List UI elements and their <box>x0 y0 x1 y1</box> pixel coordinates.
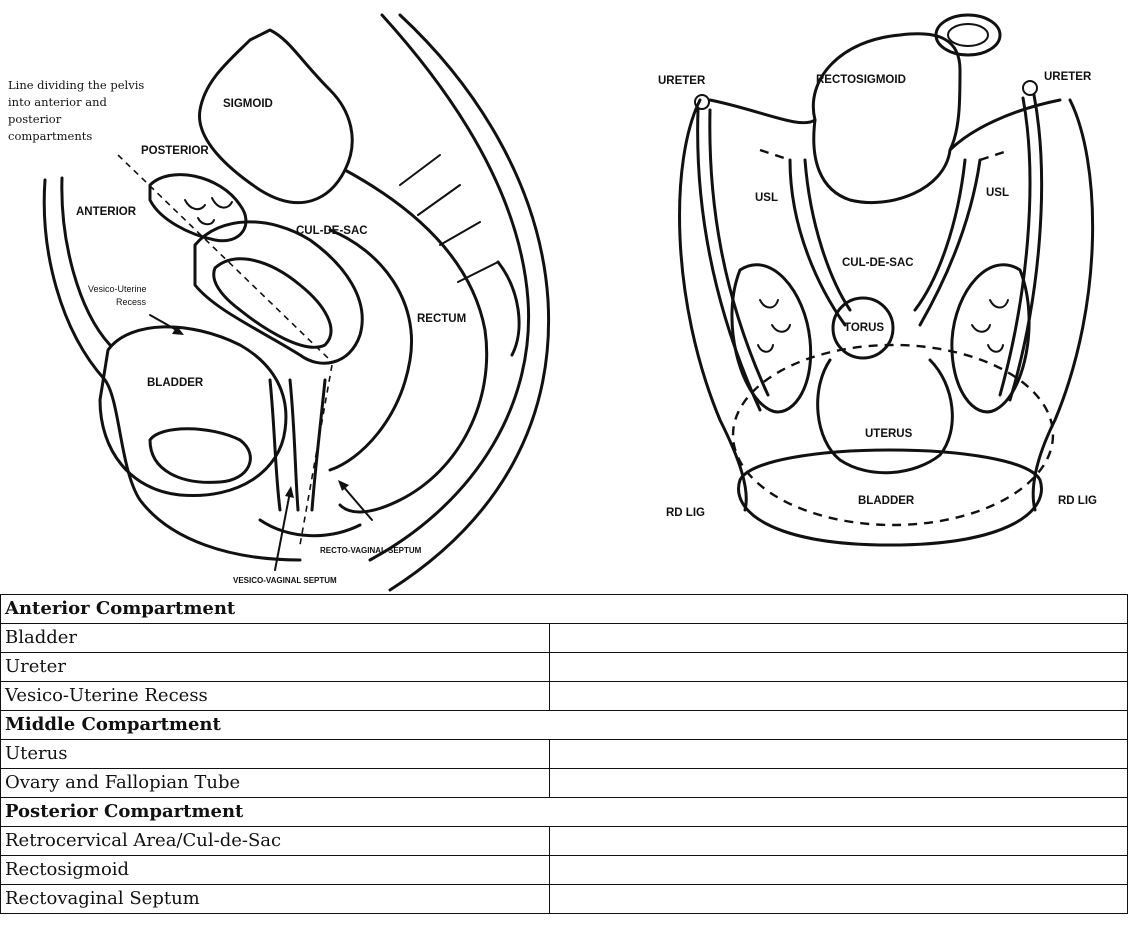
section-header-row: Anterior Compartment <box>1 595 1128 624</box>
line-note-1: Line dividing the pelvis <box>8 78 144 92</box>
label-vv-septum: VESICO-VAGINAL SEPTUM <box>233 576 337 585</box>
row-label: Vesico-Uterine Recess <box>1 682 550 711</box>
line-note-2: into anterior and <box>8 95 107 109</box>
label-rectosigmoid: RECTOSIGMOID <box>816 74 906 86</box>
sacrum-outer-line <box>390 15 549 590</box>
row-label: Rectovaginal Septum <box>1 885 550 914</box>
right-ovary-follicles <box>972 300 1008 352</box>
compartment-table: Anterior Compartment Bladder Ureter Vesi… <box>0 594 1128 914</box>
left-usl-inner <box>805 160 850 310</box>
coronal-pelvis-svg: RECTOSIGMOID URETER URETER USL USL CUL-D… <box>640 0 1128 594</box>
perineum <box>260 520 360 536</box>
table-row: Rectovaginal Septum <box>1 885 1128 914</box>
row-value <box>550 682 1128 711</box>
left-ovary-follicles <box>758 300 790 352</box>
rectum-front-wall <box>330 230 412 470</box>
row-value <box>550 856 1128 885</box>
label-anterior: ANTERIOR <box>76 206 137 218</box>
bladder-shape <box>100 327 286 496</box>
uterus-cavity <box>214 259 331 347</box>
table-row: Vesico-Uterine Recess <box>1 682 1128 711</box>
row-label: Rectosigmoid <box>1 856 550 885</box>
table-row: Retrocervical Area/Cul-de-Sac <box>1 827 1128 856</box>
label-rectum: RECTUM <box>417 313 466 325</box>
label-posterior: POSTERIOR <box>141 145 209 157</box>
label-uterus: UTERUS <box>865 428 913 440</box>
label-bladder: BLADDER <box>147 377 204 389</box>
table-row: Rectosigmoid <box>1 856 1128 885</box>
row-label: Retrocervical Area/Cul-de-Sac <box>1 827 550 856</box>
row-value <box>550 740 1128 769</box>
pubic-bone <box>150 429 250 483</box>
label-usl-right: USL <box>986 187 1009 199</box>
section-header-row: Posterior Compartment <box>1 798 1128 827</box>
section-header-row: Middle Compartment <box>1 711 1128 740</box>
row-label: Bladder <box>1 624 550 653</box>
coronal-pelvis-diagram: RECTOSIGMOID URETER URETER USL USL CUL-D… <box>640 0 1128 594</box>
vagina-anterior-wall <box>270 380 280 510</box>
label-sigmoid: SIGMOID <box>223 98 273 110</box>
label-bladder-coronal: BLADDER <box>858 495 915 507</box>
row-value <box>550 827 1128 856</box>
ovary-follicles <box>185 198 232 224</box>
label-torus: TORUS <box>844 322 884 334</box>
table-row: Ovary and Fallopian Tube <box>1 769 1128 798</box>
left-ureter-inner <box>710 110 768 395</box>
right-ovary <box>952 265 1029 412</box>
line-note-4: compartments <box>8 129 92 143</box>
label-usl-left: USL <box>755 192 778 204</box>
label-cul-de-sac: CUL-DE-SAC <box>296 225 368 237</box>
usl-dashes <box>760 150 1010 160</box>
rv-septum-arrowhead <box>338 480 349 491</box>
left-upper-rim <box>710 100 815 123</box>
left-ureter-opening <box>695 95 709 109</box>
row-label: Ureter <box>1 653 550 682</box>
rectosigmoid-opening <box>936 15 1000 55</box>
rectum-back-wall <box>340 170 487 512</box>
row-label: Ovary and Fallopian Tube <box>1 769 550 798</box>
ovary-shape <box>150 175 246 241</box>
row-value <box>550 624 1128 653</box>
sagittal-pelvis-diagram: Line dividing the pelvis into anterior a… <box>0 0 560 594</box>
line-note-3: posterior <box>8 112 62 126</box>
vv-septum-arrowhead <box>285 486 294 498</box>
label-rd-lig-right: RD LIG <box>1058 495 1097 507</box>
section-header-anterior: Anterior Compartment <box>1 595 1128 624</box>
sigmoid-shape <box>200 30 353 203</box>
label-ureter-left: URETER <box>658 75 706 87</box>
rectosigmoid-shape <box>813 34 960 203</box>
right-ureter-opening <box>1023 81 1037 95</box>
left-sidewall <box>680 100 747 510</box>
label-cul-de-sac-coronal: CUL-DE-SAC <box>842 257 914 269</box>
left-ureter <box>698 110 760 410</box>
row-value <box>550 885 1128 914</box>
label-rd-lig-left: RD LIG <box>666 507 705 519</box>
label-recess-2: Recess <box>116 297 147 307</box>
abdominal-wall <box>44 180 300 560</box>
uterus-shape <box>818 360 953 473</box>
row-value <box>550 653 1128 682</box>
label-ureter-right: URETER <box>1044 71 1092 83</box>
section-header-middle: Middle Compartment <box>1 711 1128 740</box>
coccyx-tip <box>498 262 519 355</box>
right-upper-rim <box>950 100 1060 150</box>
label-recess-1: Vesico-Uterine <box>88 284 147 294</box>
sagittal-pelvis-svg: Line dividing the pelvis into anterior a… <box>0 0 560 594</box>
table-row: Bladder <box>1 624 1128 653</box>
table-row: Ureter <box>1 653 1128 682</box>
label-rv-septum: RECTO-VAGINAL SEPTUM <box>320 546 422 555</box>
row-value <box>550 769 1128 798</box>
row-label: Uterus <box>1 740 550 769</box>
rv-septum-arrow <box>342 485 372 520</box>
rectosigmoid-lumen <box>948 24 988 46</box>
dividing-line-lower <box>300 365 332 545</box>
section-header-posterior: Posterior Compartment <box>1 798 1128 827</box>
table-row: Uterus <box>1 740 1128 769</box>
